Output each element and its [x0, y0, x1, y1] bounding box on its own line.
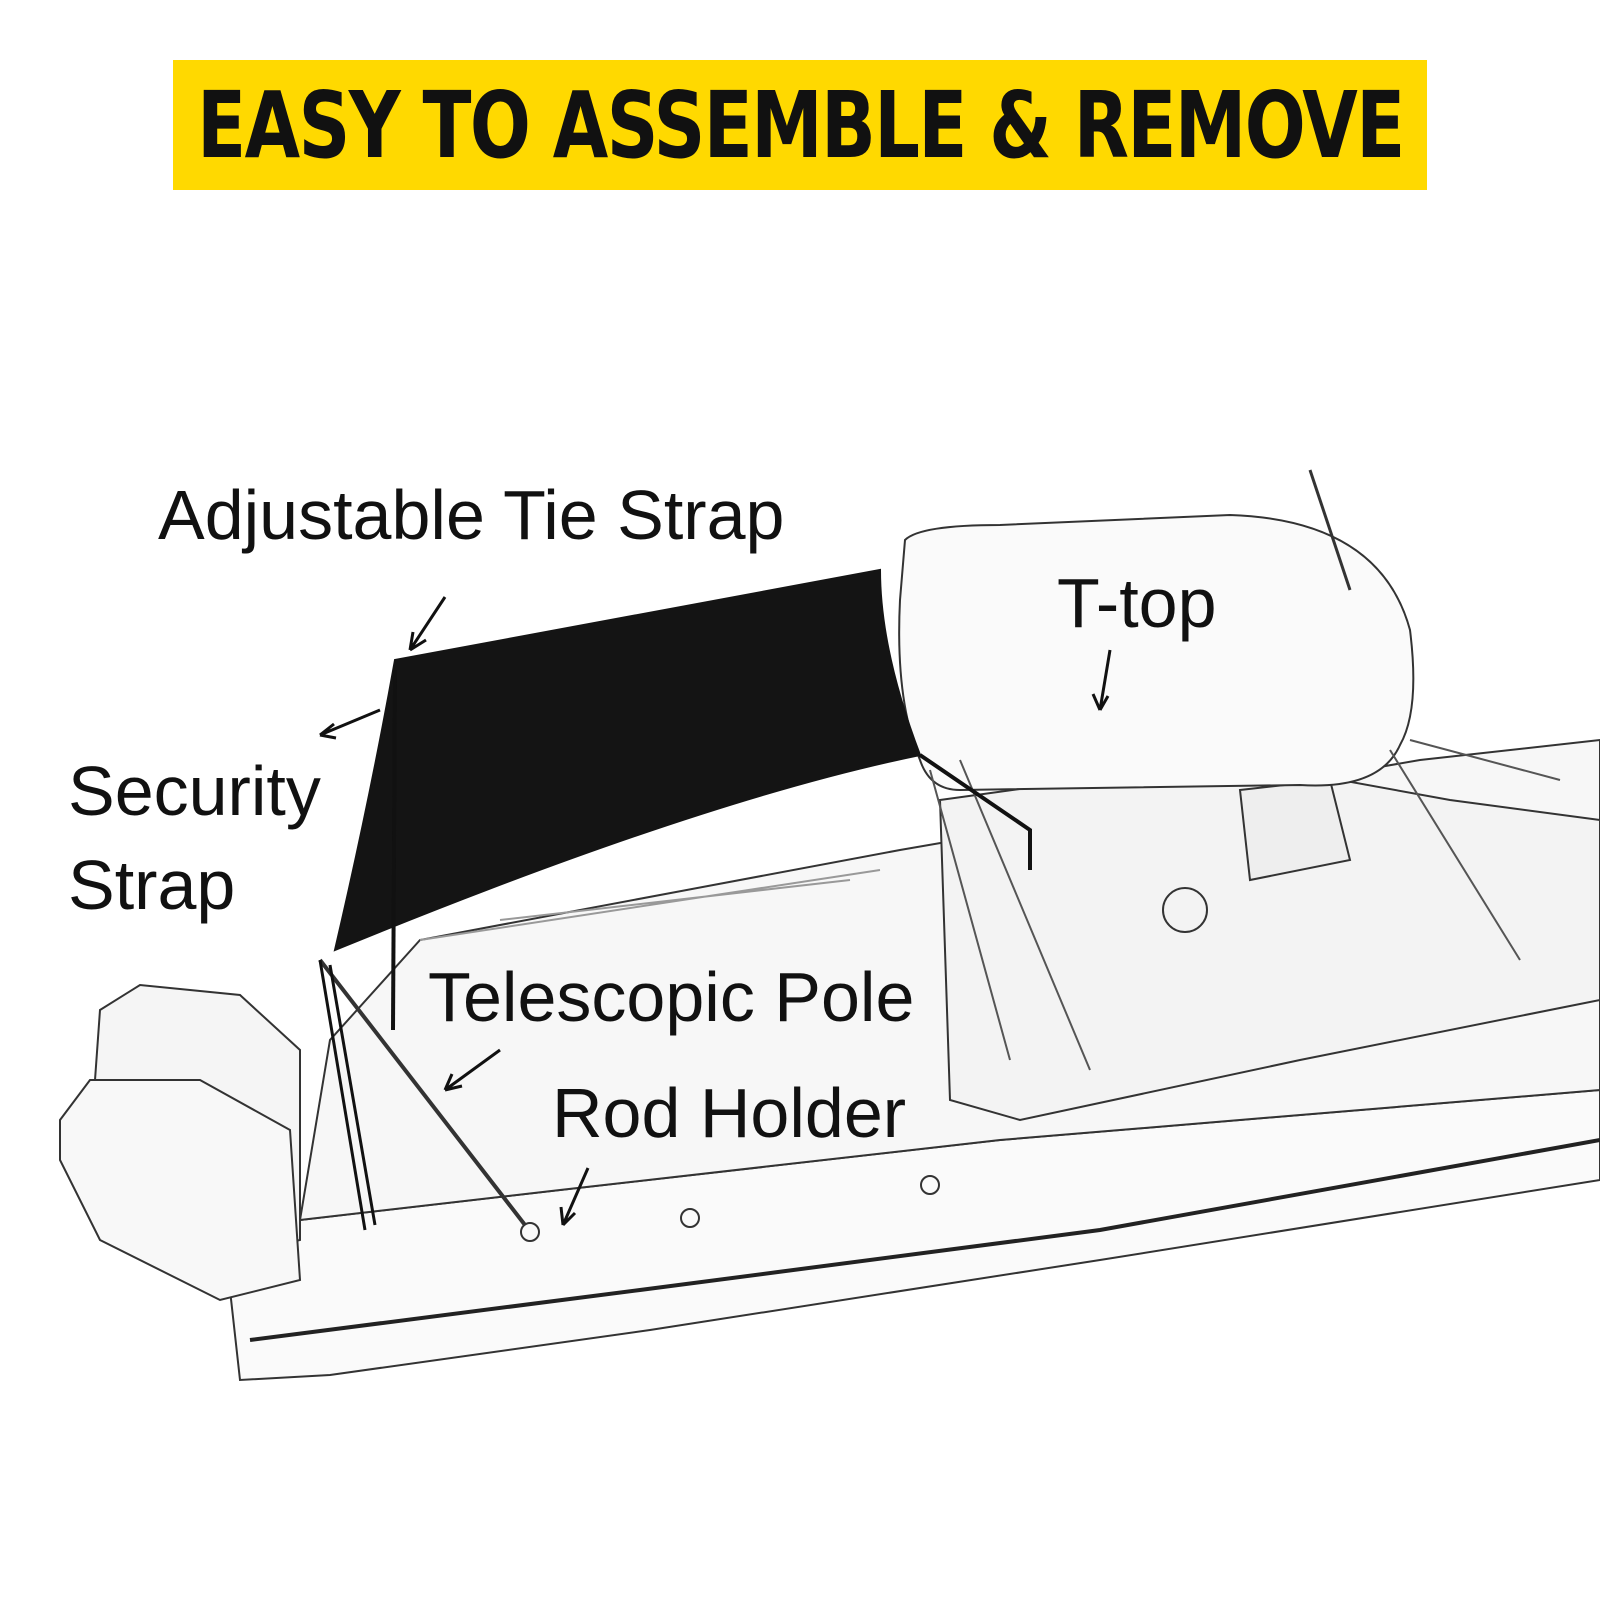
label-security-strap-line2: Strap [68, 846, 236, 924]
label-security-strap-line1: Security [68, 752, 321, 830]
t-top [898, 513, 1415, 792]
label-rod-holder: Rod Holder [552, 1074, 907, 1152]
label-telescopic-pole: Telescopic Pole [428, 958, 915, 1036]
title-banner: EASY TO ASSEMBLE & REMOVE [173, 60, 1427, 190]
callout-arrows [319, 596, 1112, 1227]
sun-shade-canopy [333, 568, 922, 952]
label-t-top: T-top [1057, 564, 1217, 642]
outboard-engine [59, 1079, 302, 1302]
label-adjustable-tie-strap: Adjustable Tie Strap [158, 476, 785, 554]
banner-title: EASY TO ASSEMBLE & REMOVE [196, 71, 1405, 179]
